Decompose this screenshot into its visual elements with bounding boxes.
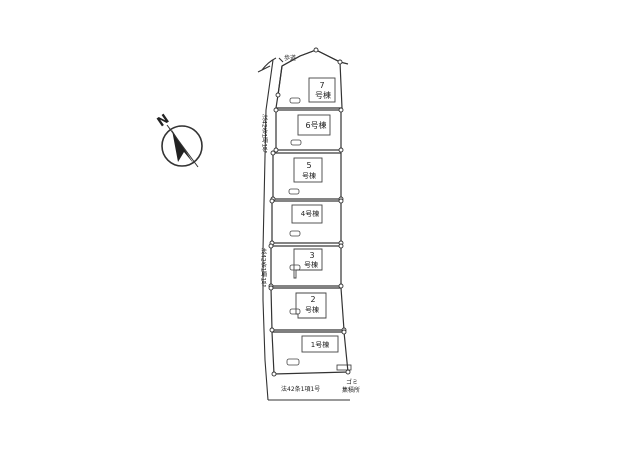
road-label-west-upper: 法42条1項1号 bbox=[261, 113, 268, 154]
footpath-label: 歩道 bbox=[284, 54, 296, 62]
waste-collection-point: ゴミ 集積所 bbox=[336, 364, 360, 394]
lot-5-label: 5 bbox=[306, 161, 311, 170]
lot-6-label: 6号棟 bbox=[305, 120, 326, 130]
lot-3-label: 3 bbox=[309, 251, 314, 260]
lot-7: 7 号棟 bbox=[275, 49, 343, 109]
lot-6: 6号棟 bbox=[275, 109, 342, 151]
compass-label: N bbox=[155, 112, 173, 131]
waste-label-1: ゴミ bbox=[346, 378, 358, 386]
lot-3: 3 号棟 bbox=[270, 245, 342, 287]
boundary-markers bbox=[268, 47, 351, 377]
road-outline bbox=[257, 57, 350, 401]
lot-3-label-2: 号棟 bbox=[304, 260, 318, 269]
lot-7-label: 7 bbox=[319, 81, 324, 90]
lot-2-label-2: 号棟 bbox=[305, 305, 319, 314]
lot-2-label: 2 bbox=[310, 295, 315, 304]
road-label-south: 法42条1項1号 bbox=[281, 385, 320, 393]
waste-label-2: 集積所 bbox=[342, 386, 360, 394]
lot-5-label-2: 号棟 bbox=[302, 171, 316, 180]
lot-4: 4号棟 bbox=[271, 200, 342, 244]
lot-2: 2 号棟 bbox=[270, 287, 345, 331]
north-arrow-icon: N bbox=[155, 112, 203, 168]
lot-5: 5 号棟 bbox=[272, 152, 342, 200]
lot-7-label-2: 号棟 bbox=[315, 90, 331, 100]
road-label-west-lower: 法42条1項1号 bbox=[260, 247, 267, 288]
lot-4-label: 4号棟 bbox=[301, 209, 319, 218]
lot-1-label: 1号棟 bbox=[311, 340, 329, 349]
